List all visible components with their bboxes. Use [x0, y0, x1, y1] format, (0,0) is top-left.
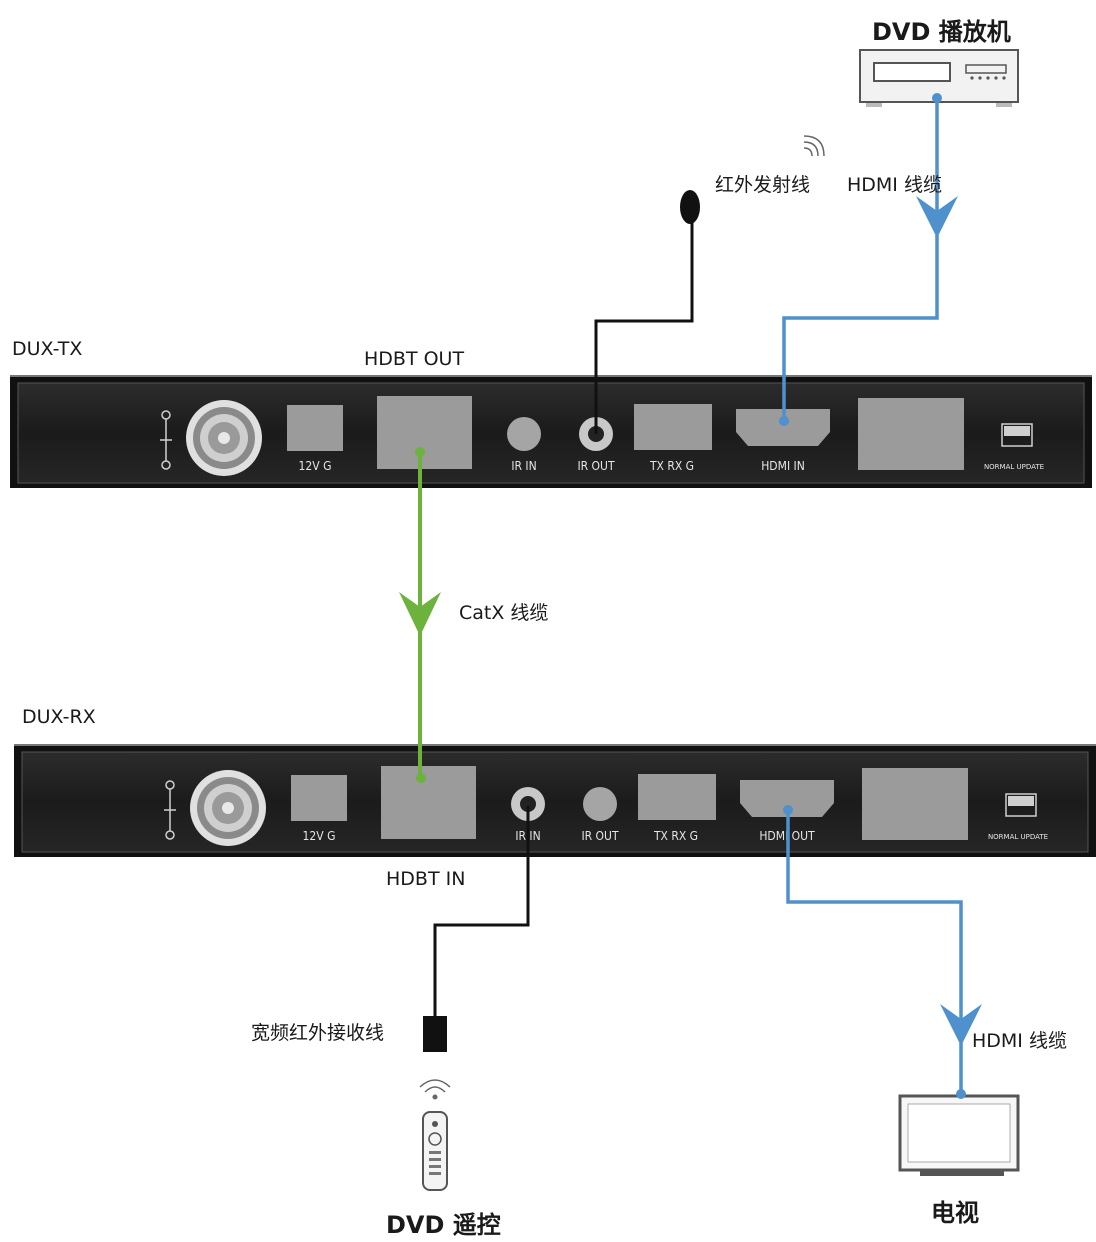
tx-hdmi-in-port[interactable] — [736, 409, 830, 446]
rx-12v-label: 12V G — [303, 829, 336, 843]
tx-service-port[interactable] — [858, 398, 964, 470]
rx-hdmi-out-port[interactable] — [740, 780, 834, 817]
ir-receiver-head-icon — [423, 1016, 447, 1052]
hdmi-cable-top — [779, 93, 958, 426]
ir-emitter-head-icon — [680, 190, 700, 224]
tx-rs232-label: TX RX G — [649, 459, 694, 473]
tx-mode-label: NORMAL UPDATE — [984, 463, 1044, 471]
rx-12v-terminal[interactable] — [291, 775, 347, 821]
dux-rx-device: 12V G IR IN IR OUT TX RX G HDMI OUT NORM… — [14, 744, 1096, 857]
remote-control-icon — [422, 1111, 448, 1191]
rx-rs232-terminal[interactable] — [638, 774, 716, 820]
arrow-down-icon — [916, 196, 958, 238]
rx-ir-in-port[interactable] — [511, 787, 545, 821]
rx-power-jack[interactable] — [190, 770, 266, 846]
rx-hdbt-in-port[interactable] — [381, 766, 476, 839]
dvd-remote-label: DVD 遥控 — [386, 1211, 501, 1239]
tx-device-name: DUX-TX — [12, 338, 83, 360]
tx-rs232-terminal[interactable] — [634, 404, 712, 450]
hdbt-in-label: HDBT IN — [386, 868, 466, 890]
dux-tx-device: 12V G IR IN IR OUT TX RX G HDMI IN NORMA… — [10, 375, 1092, 488]
tx-hdmi-in-label: HDMI IN — [761, 459, 805, 473]
rx-ir-out-label: IR OUT — [581, 829, 619, 843]
ir-receiver-cable — [423, 806, 530, 1052]
hdbt-out-label: HDBT OUT — [364, 348, 465, 370]
ir-emitter-cable — [594, 190, 700, 434]
rx-device-name: DUX-RX — [22, 706, 96, 728]
tx-12v-terminal[interactable] — [287, 405, 343, 451]
catx-cable-label: CatX 线缆 — [459, 602, 549, 624]
rx-mode-label: NORMAL UPDATE — [988, 833, 1048, 841]
ir-emitter-label: 红外发射线 — [715, 174, 811, 196]
rx-mode-switch[interactable] — [1005, 793, 1037, 817]
wireless-signal-icon — [803, 135, 825, 157]
tx-ir-out-label: IR OUT — [577, 459, 615, 473]
hdmi-cable-bottom-label: HDMI 线缆 — [972, 1030, 1067, 1052]
wireless-signal-icon — [419, 1079, 451, 1100]
tv-label: 电视 — [931, 1199, 979, 1227]
tx-mode-switch[interactable] — [1001, 423, 1033, 447]
dvd-player-label: DVD 播放机 — [872, 18, 1011, 46]
hdmi-cable-bottom — [783, 805, 982, 1099]
hdmi-cable-top-label: HDMI 线缆 — [847, 174, 942, 196]
catx-cable — [399, 447, 441, 783]
arrow-down-icon — [940, 1004, 982, 1046]
arrow-down-icon — [399, 592, 441, 636]
tv-icon — [898, 1094, 1020, 1176]
tx-ir-in-label: IR IN — [511, 459, 536, 473]
rx-service-port[interactable] — [862, 768, 968, 840]
tx-hdbt-out-port[interactable] — [377, 396, 472, 469]
rx-rs232-label: TX RX G — [653, 829, 698, 843]
ir-receiver-label: 宽频红外接收线 — [251, 1022, 385, 1044]
rx-ir-out-port[interactable] — [583, 787, 617, 821]
tx-12v-label: 12V G — [299, 459, 332, 473]
ground-icon — [160, 410, 172, 470]
tx-power-jack[interactable] — [186, 400, 262, 476]
ground-icon — [164, 780, 176, 840]
tx-ir-in-port[interactable] — [507, 417, 541, 451]
dvd-player-icon — [859, 49, 1019, 107]
